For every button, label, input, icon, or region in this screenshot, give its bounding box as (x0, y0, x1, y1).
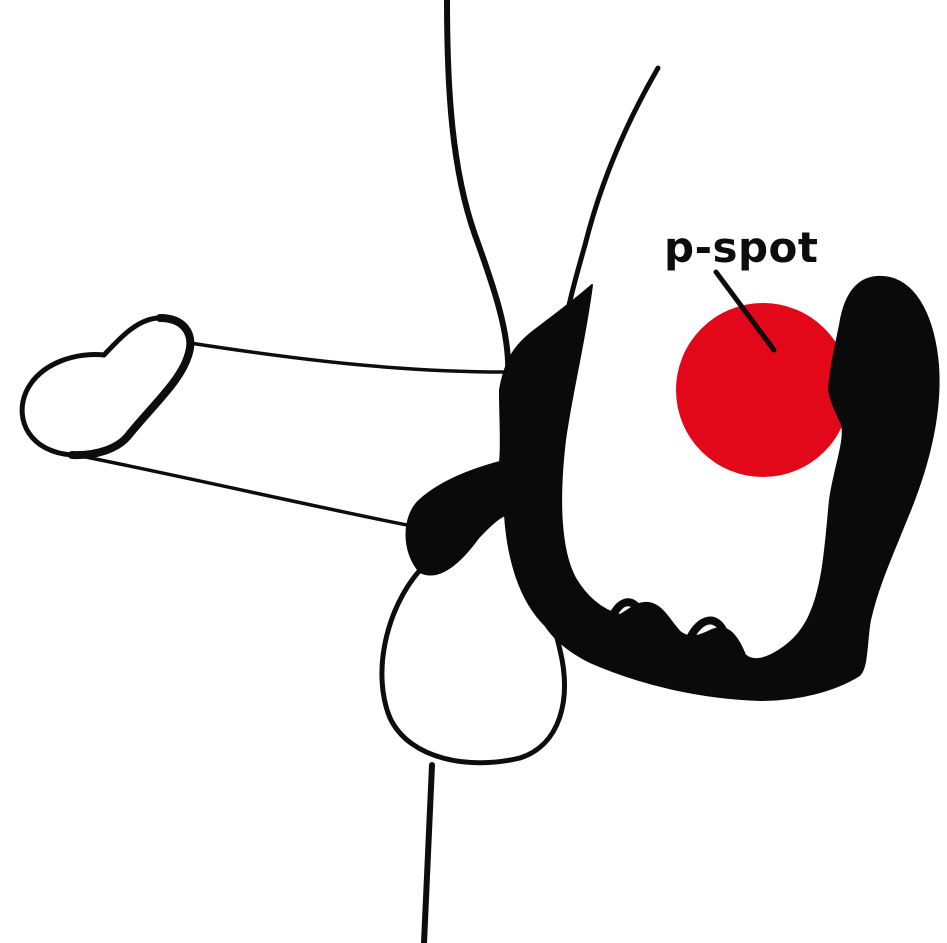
device-ridge-bumps (606, 598, 728, 642)
body-contour-left (444, 0, 512, 378)
p-spot-marker (676, 303, 850, 477)
leg-contour (421, 762, 435, 943)
p-spot-label: p-spot (664, 223, 819, 272)
penis-shaft-top (188, 341, 508, 374)
body-contour-right (565, 65, 661, 313)
penis-glans (19, 315, 193, 458)
prostate-massager-device (405, 275, 940, 701)
penis-glans-rim (68, 314, 195, 460)
p-spot-pointer-line (713, 269, 777, 353)
penis-shaft-bottom (74, 453, 414, 528)
